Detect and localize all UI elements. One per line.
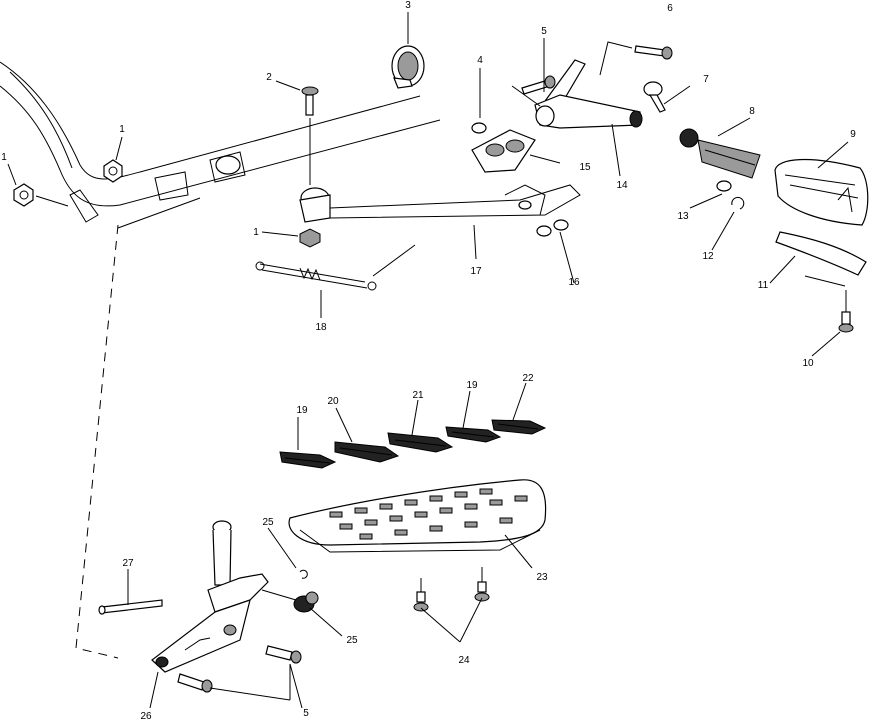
pivot-pin: [98, 599, 163, 615]
callout-11: 11: [758, 280, 769, 291]
bolt-icon: [177, 673, 213, 693]
callout-1: 1: [1, 152, 7, 163]
clip-icon: [731, 196, 745, 210]
shift-linkage: [299, 184, 581, 223]
callout-15: 15: [579, 162, 591, 173]
shift-lever: [534, 59, 643, 129]
callout-3: 3: [405, 0, 411, 11]
washer-icon: [553, 219, 569, 231]
callout-19: 19: [466, 380, 478, 391]
callout-8: 8: [749, 106, 755, 117]
bolt-icon: [521, 75, 556, 95]
washer-icon: [716, 180, 732, 192]
callout-labels: 1 1 1 2 3 4 5 6 7 8 9 10 11 12 13 14 15 …: [1, 0, 856, 721]
heel-shield: [775, 231, 867, 287]
grip-plate: [387, 432, 454, 453]
callout-5: 5: [303, 708, 309, 719]
callout-2: 2: [266, 72, 272, 83]
callout-4: 4: [477, 55, 483, 66]
nut-icon: [103, 159, 123, 183]
callout-25: 25: [346, 635, 358, 646]
grip-plate: [279, 451, 337, 469]
callout-23: 23: [536, 572, 548, 583]
grip-plate: [445, 426, 502, 443]
callout-24: 24: [458, 655, 470, 666]
callout-21: 21: [412, 390, 424, 401]
floorboard: [288, 479, 547, 553]
screw-icon: [474, 567, 490, 602]
nut-icon: [13, 183, 34, 207]
peg-cover: [774, 159, 869, 226]
grip-plate: [491, 419, 547, 435]
callout-25: 25: [262, 517, 274, 528]
callout-13: 13: [677, 211, 689, 222]
clip-icon: [299, 569, 308, 579]
pin-icon: [643, 81, 666, 113]
callout-6: 6: [667, 3, 673, 14]
brake-bracket: [151, 520, 269, 673]
callout-1: 1: [119, 124, 125, 135]
callout-10: 10: [802, 358, 814, 369]
spring-icon: [293, 591, 319, 613]
callout-1: 1: [253, 227, 259, 238]
bolt-icon: [301, 86, 319, 185]
reference-dash-line: [75, 224, 119, 659]
leader-lines: [7, 12, 849, 709]
bolt-icon: [265, 645, 302, 664]
washer-icon: [471, 122, 487, 134]
callout-26: 26: [140, 711, 152, 721]
callout-12: 12: [702, 251, 714, 262]
footpeg-icon: [679, 128, 761, 179]
callout-19: 19: [296, 405, 308, 416]
grip-plate: [334, 441, 400, 463]
callout-27: 27: [122, 558, 134, 569]
callout-16: 16: [568, 277, 580, 288]
callout-14: 14: [616, 180, 628, 191]
callout-9: 9: [850, 129, 856, 140]
floorboard-holes: [329, 488, 528, 540]
frame-tube: [0, 61, 441, 229]
callout-5: 5: [541, 26, 547, 37]
footrest-pad: [471, 129, 536, 173]
callout-18: 18: [315, 322, 327, 333]
callout-22: 22: [522, 373, 534, 384]
washer-icon: [536, 225, 552, 237]
spring-icon: [255, 261, 377, 291]
callout-20: 20: [327, 396, 339, 407]
screw-icon: [838, 290, 854, 333]
bolt-icon: [599, 41, 673, 76]
clamp-icon: [391, 45, 425, 89]
screw-icon: [413, 578, 429, 612]
nut-icon: [299, 228, 321, 248]
callout-17: 17: [470, 266, 482, 277]
callout-7: 7: [703, 74, 709, 85]
